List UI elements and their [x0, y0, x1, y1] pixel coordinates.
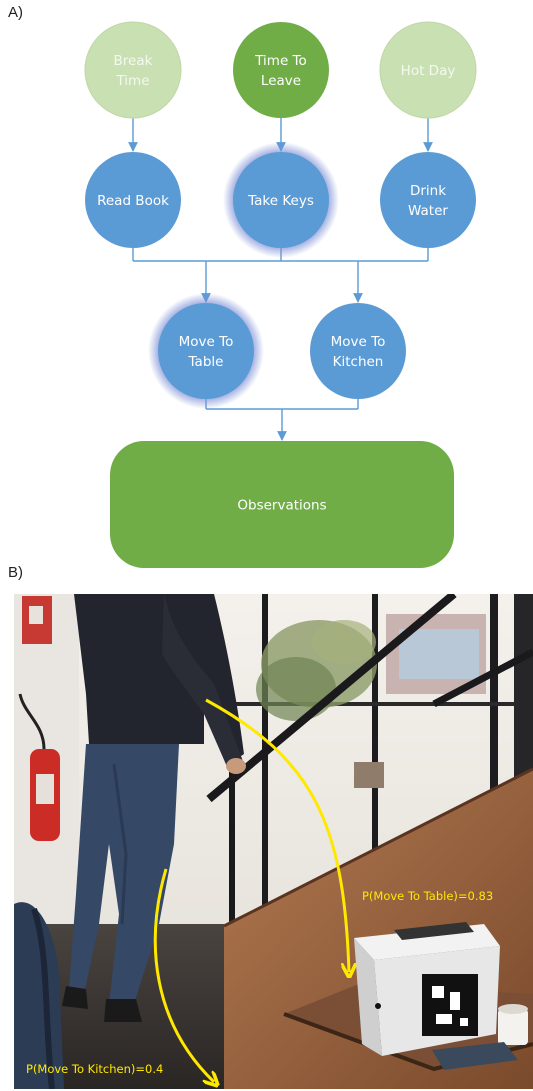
stair-railing-upper: [206, 594, 457, 803]
scene-photo: P(Move To Table)=0.83 P(Move To Kitchen)…: [14, 594, 533, 1089]
mug: [498, 1004, 528, 1045]
node-read-book: Read Book: [85, 152, 181, 248]
panel-a-label: A): [8, 4, 23, 21]
edge-actions-to-observations: [205, 399, 359, 441]
annotation-move-to-table: P(Move To Table)=0.83: [362, 889, 493, 903]
marker-box: [354, 922, 500, 1056]
window-mullion-1: [262, 594, 268, 1089]
outside-building-glass: [399, 629, 479, 679]
person: [62, 594, 246, 1022]
book: [432, 1042, 518, 1070]
annotation-move-to-kitchen: P(Move To Kitchen)=0.4: [26, 1062, 163, 1076]
backpack-strap: [31, 908, 55, 1089]
fire-safety-sign-panel: [29, 606, 43, 624]
node-observations: Observations: [110, 441, 454, 568]
node-label: Hot Day: [401, 63, 456, 79]
node-label: Observations: [237, 498, 326, 514]
backpack: [14, 902, 64, 1089]
node-label: Take Keys: [247, 193, 314, 209]
railing-post: [229, 724, 235, 974]
fire-extinguisher-label: [36, 774, 54, 804]
node-take-keys: Take Keys: [223, 142, 339, 258]
fire-extinguisher-hose: [18, 693, 46, 750]
stair-railing-lower: [432, 648, 533, 708]
trajectory-to-table: [205, 698, 349, 972]
window-transom: [214, 702, 533, 706]
node-label: Read Book: [97, 193, 169, 209]
wooden-stair-edge: [223, 767, 533, 928]
panel-b-label: B): [8, 564, 23, 581]
node-hot-day: Hot Day: [379, 21, 477, 119]
trajectory-to-kitchen: [153, 868, 214, 1082]
window-mullion-2: [372, 594, 378, 1089]
